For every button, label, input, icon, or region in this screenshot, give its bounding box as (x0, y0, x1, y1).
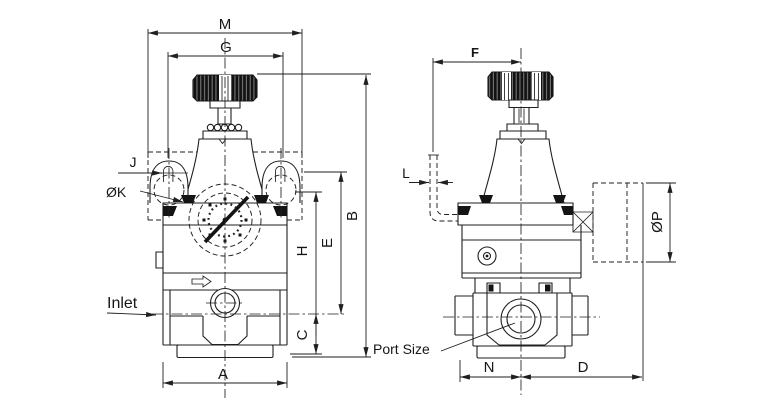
side-port (501, 299, 541, 339)
side-dimensions: F L ØP N D Port Size (373, 45, 676, 382)
inlet-label: Inlet (107, 295, 138, 312)
dim-M-label: M (219, 16, 232, 33)
dim-N-label: N (484, 359, 495, 376)
side-centerlines (443, 48, 600, 395)
dim-A-label: A (218, 366, 228, 383)
dim-H-label: H (294, 246, 311, 257)
adjusting-stem-side (514, 108, 529, 125)
mounting-hole-right (266, 175, 296, 205)
flow-arrow-icon (192, 276, 211, 287)
side-tab (156, 252, 163, 268)
gauge-boss (573, 212, 593, 232)
dim-C-label: C (294, 329, 311, 340)
side-body (455, 72, 593, 358)
dim-F-label: F (471, 45, 479, 60)
mounting-bracket-side-hidden (430, 155, 458, 221)
dim-G-label: G (220, 39, 232, 56)
side-view: F L ØP N D Port Size (373, 45, 676, 395)
side-hidden-lines (428, 155, 643, 262)
front-dimensions: M G J ØK B E H (106, 16, 371, 388)
pressure-gauge-side-hidden (593, 183, 643, 262)
dim-E-label: E (319, 238, 336, 248)
knob-washer-side (509, 100, 538, 108)
mounting-hole-left (154, 175, 184, 205)
adjusting-stem (218, 108, 231, 124)
diaphragm-flange-side (458, 203, 573, 225)
dim-D-label: D (578, 359, 589, 376)
spring-bonnet-side (482, 139, 564, 203)
adjusting-knob-side (488, 72, 553, 100)
dim-L-label: L (402, 165, 410, 181)
dim-K-label: ØK (106, 184, 127, 200)
port-size-label: Port Size (373, 341, 430, 357)
dim-B-label: B (344, 211, 361, 221)
mounting-bracket-hidden (148, 152, 302, 220)
front-view: M G J ØK B E H (106, 16, 371, 398)
dim-J-label: J (130, 154, 137, 170)
body-screw (478, 247, 496, 265)
front-centerlines (152, 38, 347, 398)
dim-P-label: ØP (649, 211, 666, 233)
